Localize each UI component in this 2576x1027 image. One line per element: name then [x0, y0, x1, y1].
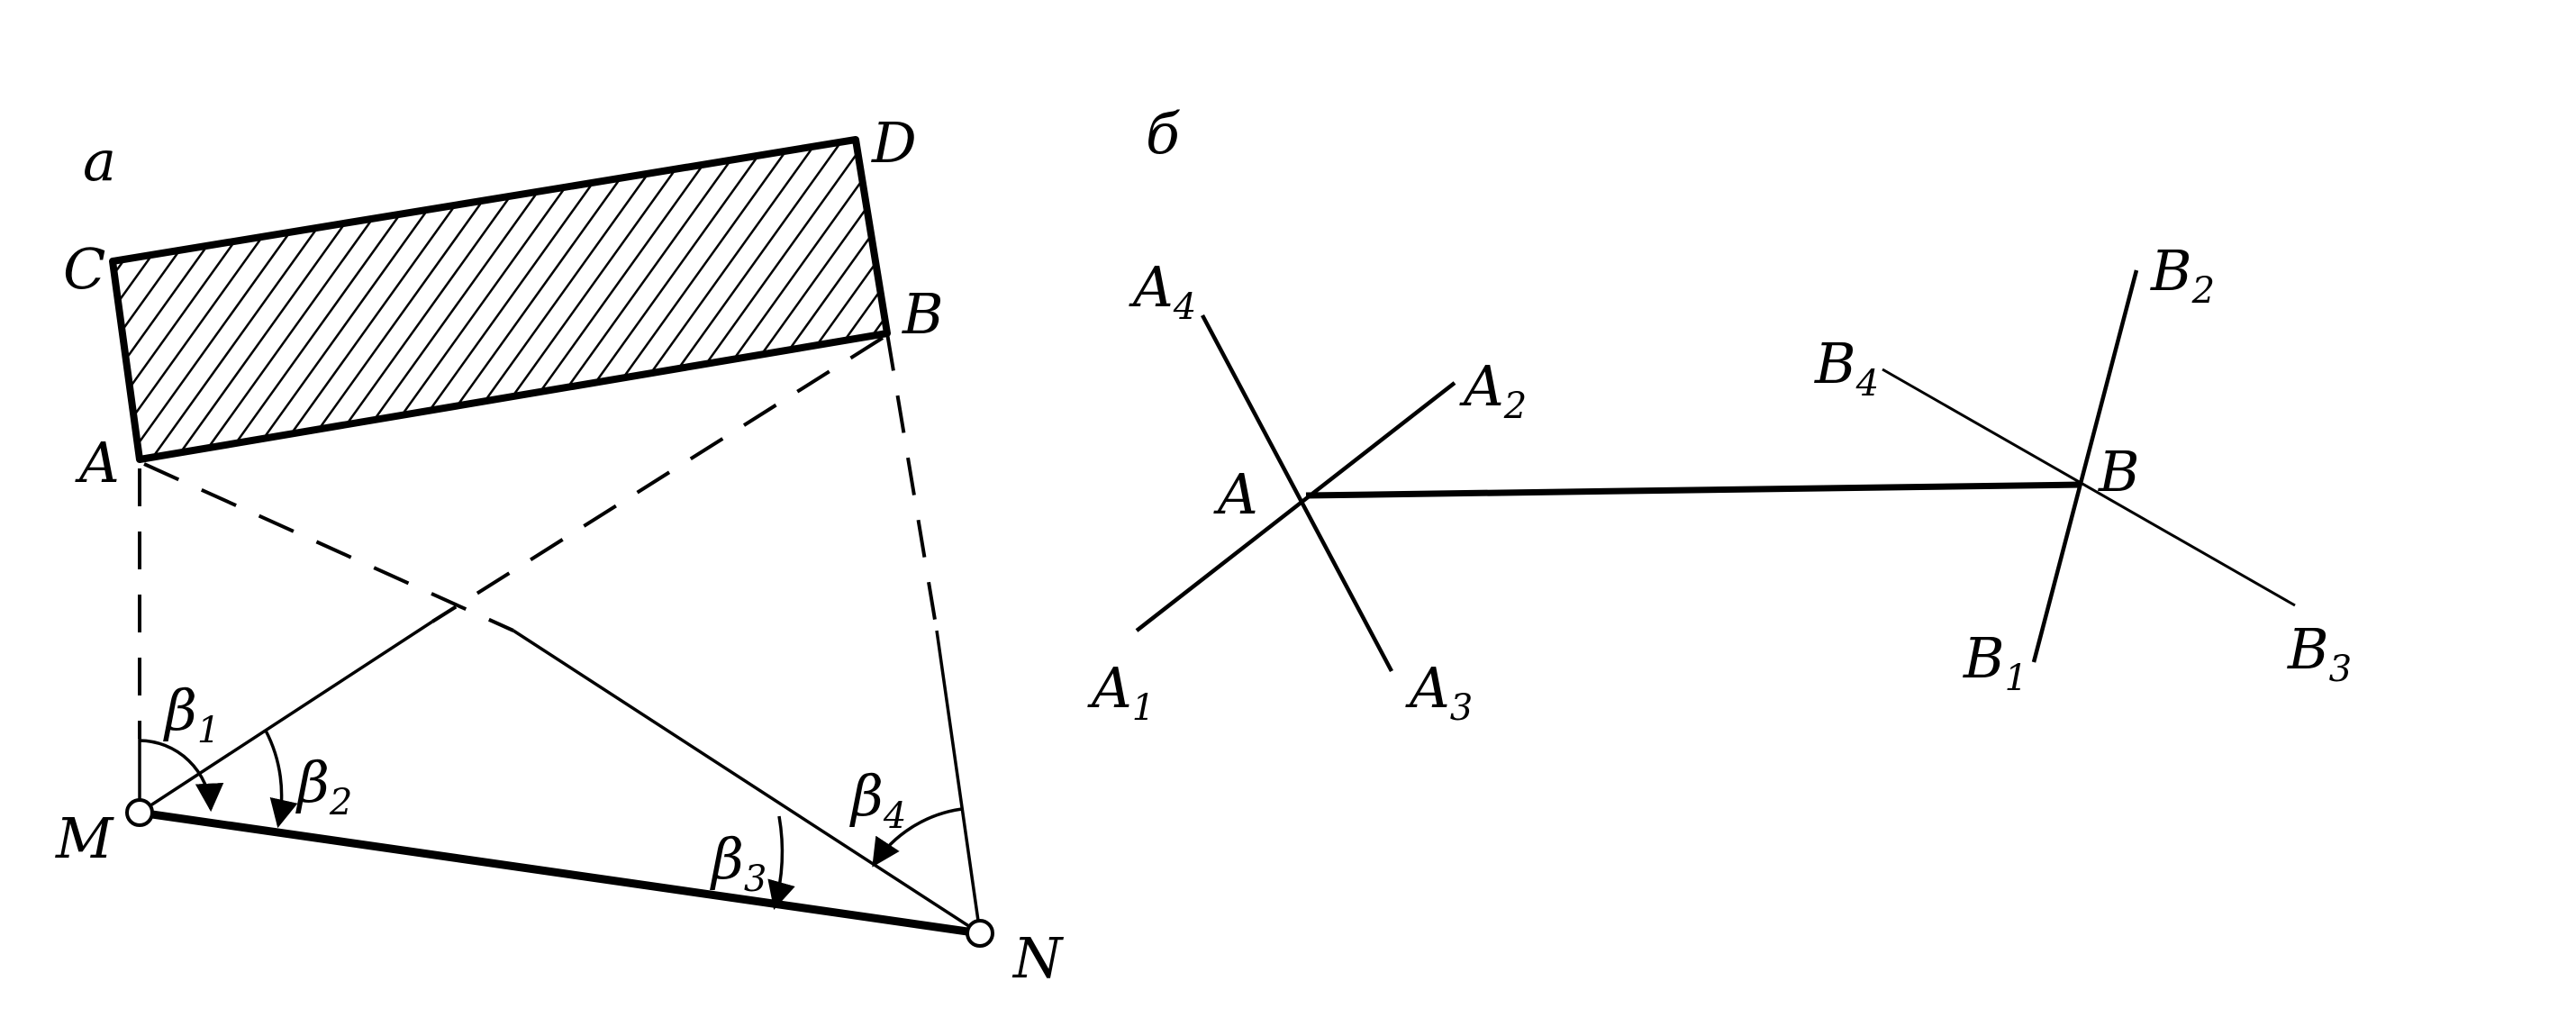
hatch-line	[701, 140, 887, 459]
station-m-marker	[125, 798, 154, 827]
angle-arc-beta3	[767, 815, 795, 911]
ray-b1-label: B1	[1963, 625, 2027, 699]
hatch-line	[360, 140, 661, 459]
hatch-line	[555, 140, 856, 459]
ray-a4-label: A4	[1129, 254, 1196, 328]
dashed-line-b-m	[431, 336, 884, 623]
ray-b4-b3	[1882, 368, 2296, 607]
point-c-label: C	[63, 236, 105, 302]
angle-arc-beta2	[264, 730, 298, 829]
hatch-line	[263, 140, 564, 459]
dashed-line-b-n	[885, 332, 939, 632]
ray-b4-label: B4	[1814, 331, 1879, 404]
line-n-a	[512, 629, 981, 935]
line-a-b	[1305, 481, 2082, 499]
angle-beta2-label: β2	[295, 750, 352, 823]
hatch-line	[0, 90, 27, 504]
line-n-b	[935, 630, 982, 934]
hatch-line	[822, 140, 887, 459]
hatch-line	[287, 140, 588, 459]
point-m-label: M	[55, 805, 114, 871]
hatch-line	[482, 140, 783, 459]
solid-sight-lines	[138, 620, 982, 935]
ray-b3-label: B3	[2287, 616, 2352, 690]
hatch-line	[312, 140, 612, 459]
hatch-line	[409, 140, 710, 459]
station-n-marker	[966, 919, 994, 948]
point-a-label-b: A	[1213, 461, 1258, 527]
hatch-line	[336, 140, 637, 459]
dashed-line-a-n	[143, 462, 514, 632]
ray-a1-a2	[1135, 381, 1456, 632]
point-a-label: A	[75, 430, 120, 495]
angle-arc-beta4	[872, 807, 963, 868]
hatch-line	[1165, 90, 1462, 504]
hatch-line	[166, 140, 467, 459]
line-m-b	[139, 620, 433, 814]
hatch-line	[798, 140, 887, 459]
hatch-line	[141, 140, 442, 459]
hatch-line	[458, 140, 758, 459]
ray-a3-label: A3	[1405, 655, 1473, 729]
hatch-line	[117, 140, 418, 459]
rays-at-a	[1135, 314, 1456, 673]
panel-a-letter: a	[83, 128, 116, 194]
point-n-label: N	[1011, 925, 1065, 991]
point-b-label: B	[902, 281, 944, 347]
angle-beta4-label: β4	[849, 763, 906, 837]
hatch-line	[239, 140, 540, 459]
hatch-line	[970, 90, 1267, 504]
ray-b1-b2	[2031, 269, 2139, 663]
hatch-line	[0, 90, 51, 504]
panel-a: a C D B A M N β1 β2 β3 β4	[0, 90, 1462, 991]
ray-a2-label: A2	[1459, 353, 1527, 427]
hatch-line	[946, 90, 1243, 504]
base-line-m-n	[139, 808, 981, 938]
angle-arc-beta1	[139, 739, 224, 813]
rays-at-b	[1882, 269, 2296, 663]
ray-a4-a3	[1201, 314, 1393, 673]
hatch-line	[1067, 90, 1365, 504]
panel-b-letter: б	[1146, 101, 1181, 167]
hatch-line	[385, 140, 685, 459]
point-b-label-b: B	[2098, 439, 2140, 504]
angle-beta1-label: β1	[163, 677, 220, 751]
point-d-label: D	[871, 110, 917, 176]
angle-beta3-label: β3	[710, 826, 766, 900]
hatch-line	[579, 140, 880, 459]
angle-arcs	[139, 730, 963, 911]
rectangle-hatching	[0, 90, 1462, 504]
hatch-line	[433, 140, 734, 459]
building-outline	[109, 136, 891, 463]
dashed-sight-lines	[138, 332, 939, 739]
ray-b2-label: B2	[2150, 238, 2215, 312]
ray-a1-label: A1	[1087, 655, 1155, 729]
panel-b: б A B A4 A2 A1 A3 B2 B4 B1 B3	[1087, 101, 2352, 729]
